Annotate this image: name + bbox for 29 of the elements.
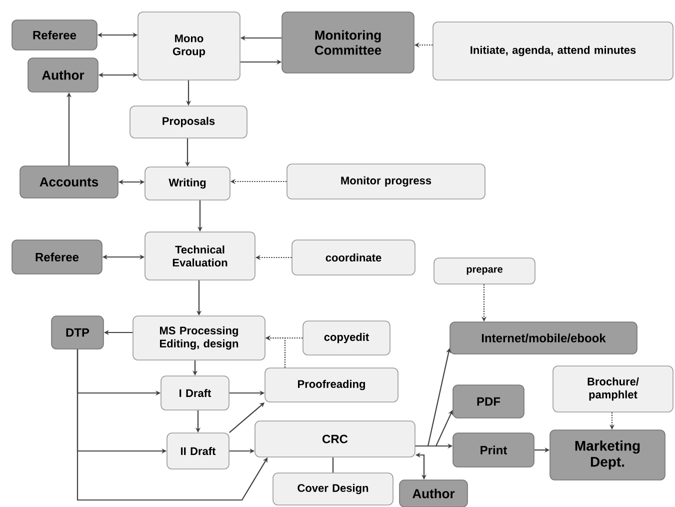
connector-line bbox=[332, 457, 334, 473]
process-box: Cover Design bbox=[272, 472, 394, 506]
process-box: MS Processing Editing, design bbox=[132, 316, 266, 360]
process-box: Technical Evaluation bbox=[144, 232, 256, 280]
process-box: Print bbox=[452, 432, 534, 468]
process-box: Brochure/ pamphlet bbox=[552, 366, 674, 412]
process-box: Mono Group bbox=[138, 12, 240, 80]
process-box: II Draft bbox=[166, 432, 230, 470]
process-box: prepare bbox=[434, 258, 536, 284]
process-box: Initiate, agenda, attend minutes bbox=[432, 22, 674, 80]
process-box: Writing bbox=[144, 166, 230, 200]
arrow bbox=[76, 349, 268, 501]
process-box: PDF bbox=[452, 384, 524, 418]
process-box: Proposals bbox=[130, 106, 248, 138]
process-box: coordinate bbox=[292, 240, 416, 276]
process-box: copyedit bbox=[302, 320, 390, 356]
process-box: Author bbox=[399, 480, 468, 507]
process-box: Marketing Dept. bbox=[550, 430, 666, 480]
process-box: CRC bbox=[254, 420, 416, 458]
process-box: Accounts bbox=[20, 166, 118, 198]
process-box: DTP bbox=[51, 316, 104, 350]
process-box: Proofreading bbox=[264, 368, 398, 402]
process-box: Referee bbox=[12, 20, 98, 50]
process-box: Monitor progress bbox=[286, 164, 486, 200]
process-box: Internet/mobile/ebook bbox=[450, 322, 638, 354]
process-box: I Draft bbox=[160, 376, 230, 410]
process-box: Monitoring Committee bbox=[282, 12, 414, 74]
process-box: Referee bbox=[12, 240, 102, 274]
process-box: Author bbox=[28, 58, 98, 92]
